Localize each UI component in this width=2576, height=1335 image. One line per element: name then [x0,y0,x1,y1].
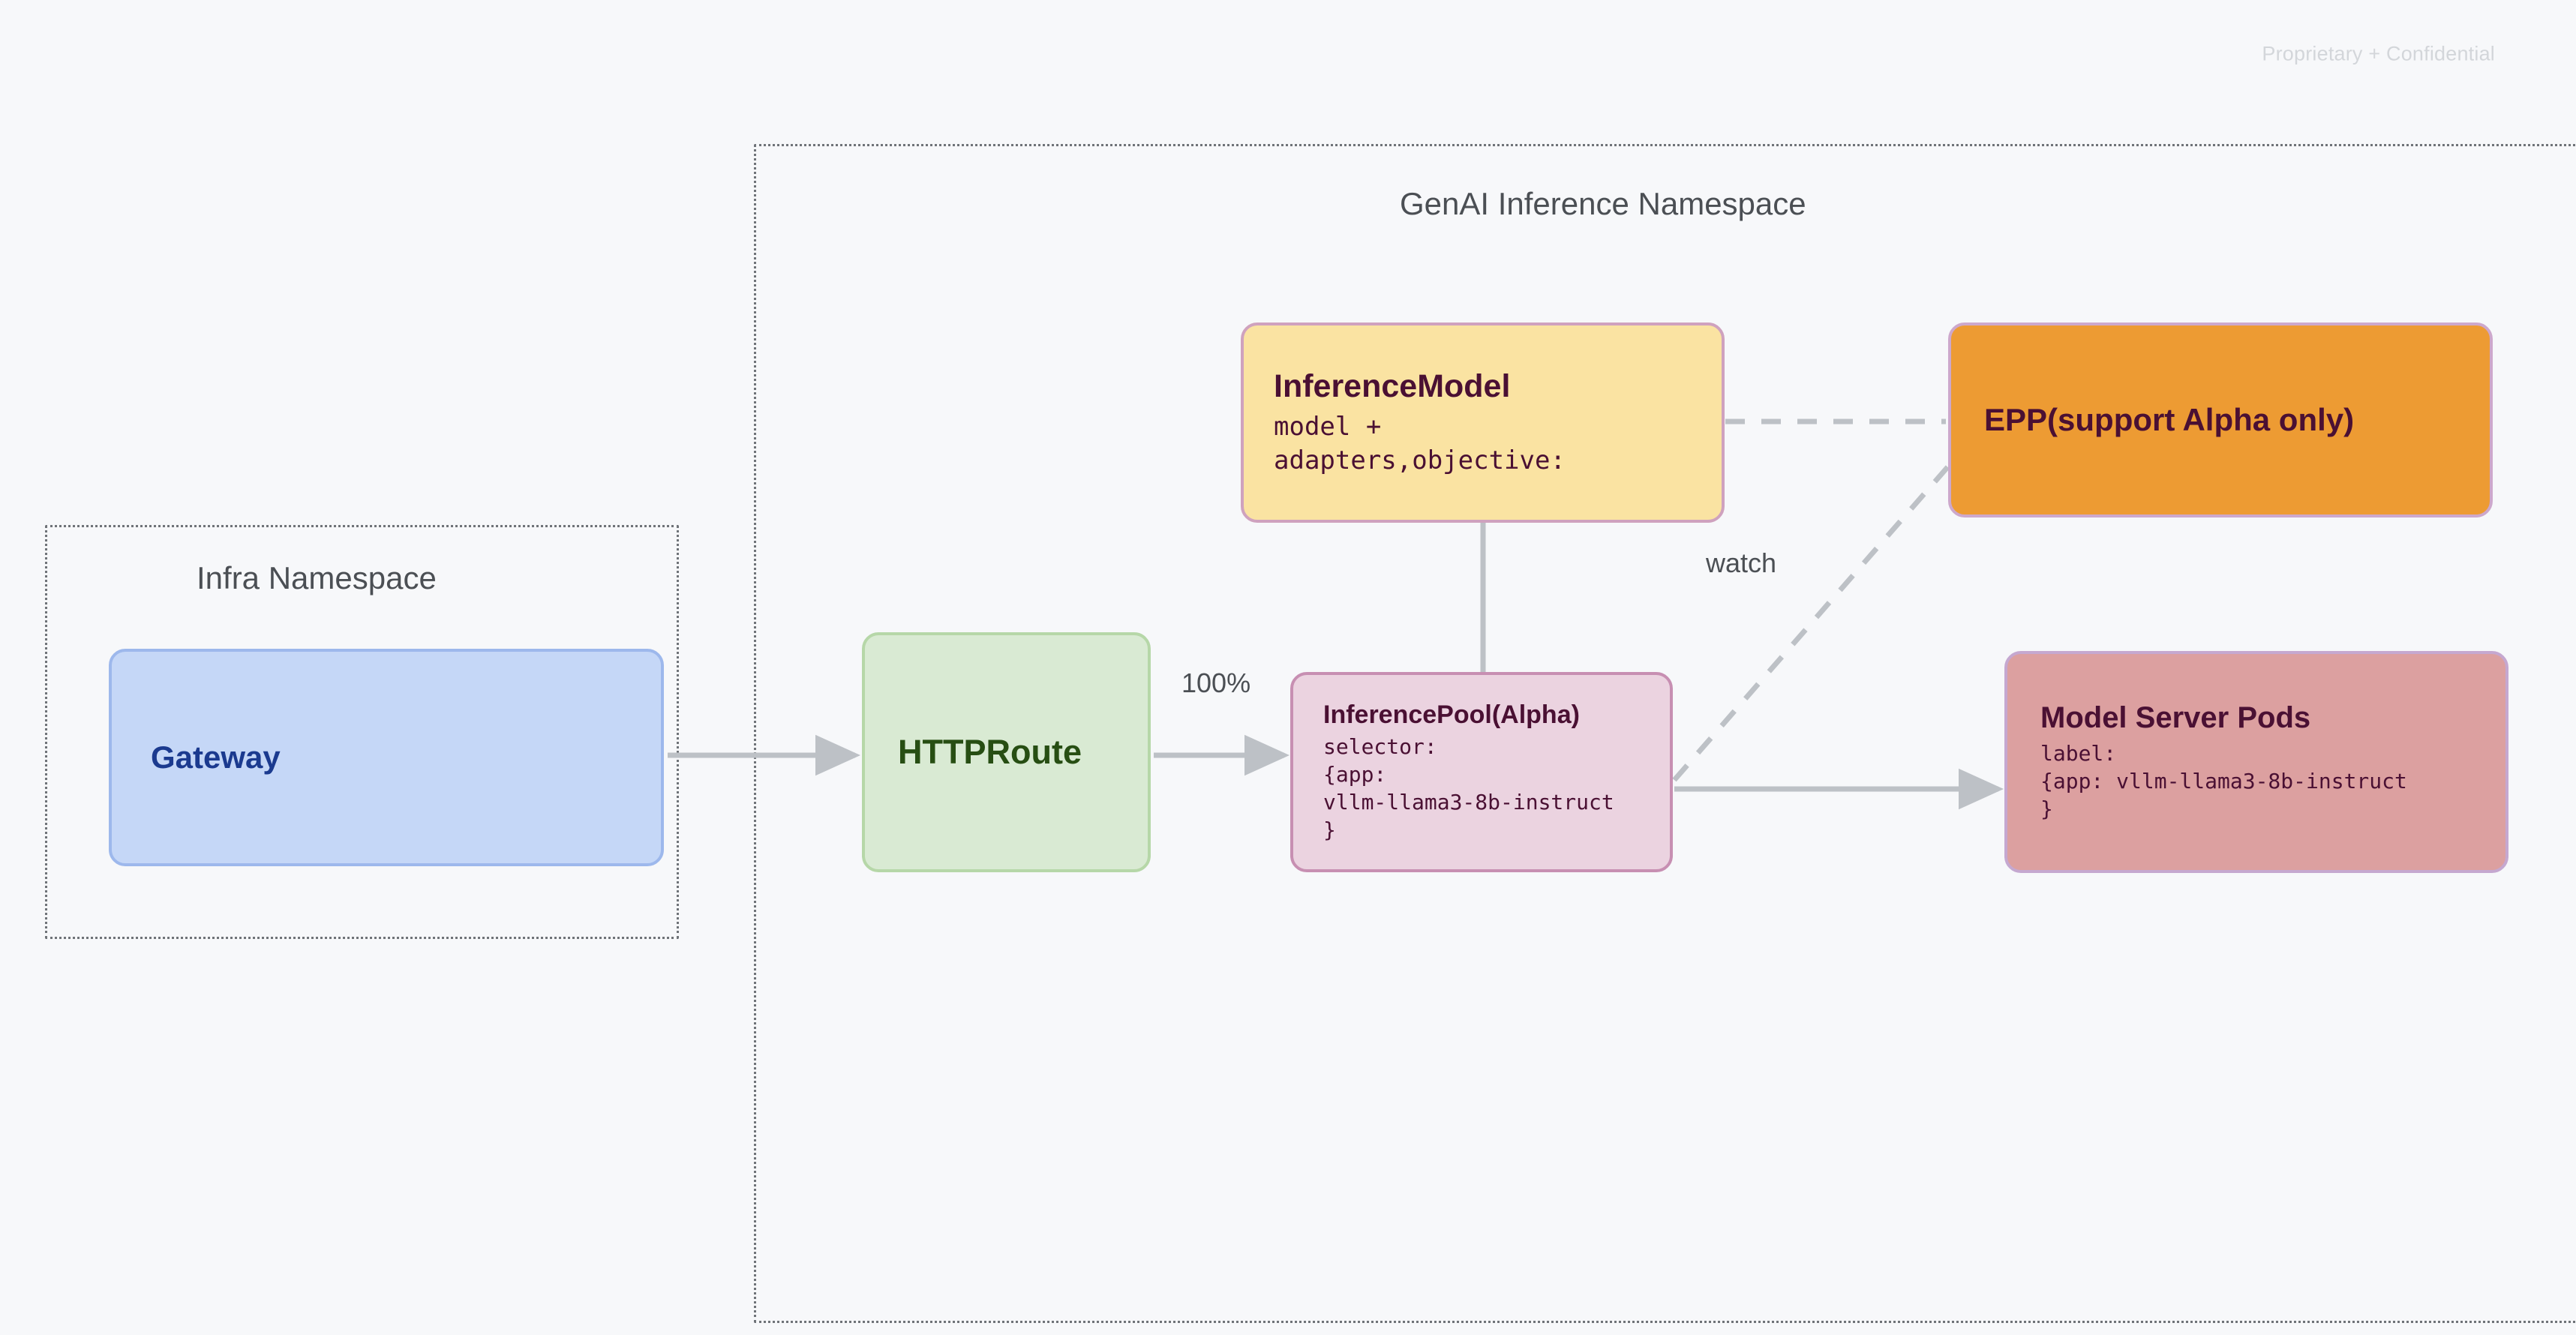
node-gateway[interactable]: Gateway [109,649,664,866]
node-model-server-pods-spec: label: {app: vllm-llama3-8b-instruct } [2040,740,2407,821]
genai-namespace-title: GenAI Inference Namespace [1400,186,1806,221]
node-httproute[interactable]: HTTPRoute [862,632,1151,872]
infra-namespace-title: Infra Namespace [197,560,437,596]
node-epp[interactable]: EPP(support Alpha only) [1948,322,2493,518]
node-inference-pool-title: InferencePool(Alpha) [1323,700,1580,730]
node-epp-title: EPP(support Alpha only) [1984,402,2355,438]
node-inference-model-spec: model + adapters,objective: [1274,412,1566,476]
infra-namespace-boundary [45,525,679,939]
node-model-server-pods-title: Model Server Pods [2040,701,2311,735]
node-inference-pool-spec: selector: {app: vllm-llama3-8b-instruct … [1323,734,1614,842]
node-model-server-pods[interactable]: Model Server Pods label: {app: vllm-llam… [2004,651,2508,873]
confidentiality-watermark: Proprietary + Confidential [2262,42,2495,65]
node-gateway-title: Gateway [151,740,281,776]
watch-edge-label: watch [1706,548,1777,578]
node-inference-pool[interactable]: InferencePool(Alpha) selector: {app: vll… [1290,672,1673,872]
genai-namespace-boundary [754,144,2576,1323]
node-httproute-title: HTTPRoute [898,733,1082,772]
node-inference-model-title: InferenceModel [1274,368,1511,404]
node-inference-model[interactable]: InferenceModel model + adapters,objectiv… [1241,322,1725,523]
traffic-split-label: 100% [1181,668,1251,698]
